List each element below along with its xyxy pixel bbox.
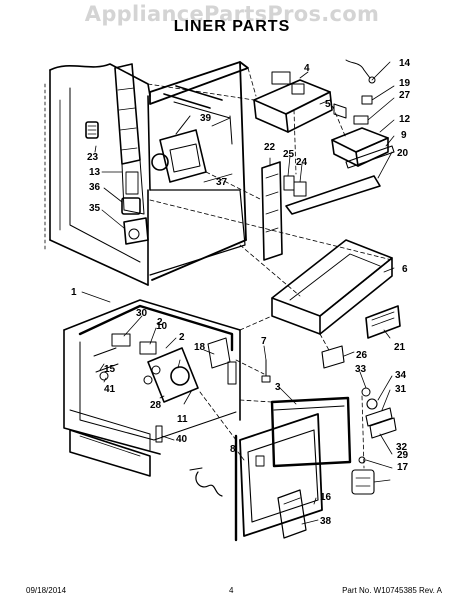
drawer-front	[365, 305, 401, 339]
footer-part-number: Part No. W10745385 Rev. A	[342, 586, 442, 595]
page-title: LINER PARTS	[173, 18, 291, 35]
callout-30: 30	[136, 308, 148, 319]
air-duct-assembly	[151, 115, 207, 183]
watermark: AppliancePartsPros.com	[84, 2, 380, 26]
bin	[277, 489, 307, 539]
callout-38: 38	[320, 516, 332, 527]
callout-9: 9	[401, 130, 407, 141]
callout-39: 39	[200, 113, 212, 124]
callout-28: 28	[150, 400, 162, 411]
callout-17: 17	[397, 462, 409, 473]
callout-25: 25	[283, 149, 295, 160]
callout-7: 7	[261, 336, 267, 347]
callout-26: 26	[356, 350, 368, 361]
gasket	[78, 304, 234, 352]
callout-27: 27	[399, 90, 411, 101]
ice-maker-area	[93, 333, 199, 403]
wire-harness	[345, 59, 371, 79]
fresh-food-liner	[44, 63, 246, 286]
callout-4: 4	[304, 63, 310, 74]
door-panel	[234, 413, 323, 542]
control-housing	[253, 71, 347, 133]
callout-19: 19	[399, 78, 411, 89]
center-channel	[114, 63, 145, 215]
callout-21: 21	[394, 342, 406, 353]
cover	[285, 175, 381, 215]
leader-lines	[81, 61, 395, 525]
light-housing	[85, 121, 99, 139]
footer-date: 09/18/2014	[26, 586, 67, 595]
callout-36: 36	[89, 182, 101, 193]
callout-14: 14	[399, 58, 411, 69]
freezer-liner	[63, 299, 241, 455]
callout-40: 40	[176, 434, 188, 445]
wire-harness	[195, 471, 223, 497]
callout-18: 18	[194, 342, 206, 353]
callout-11: 11	[177, 414, 188, 425]
callout-20: 20	[397, 148, 409, 159]
bracket	[345, 145, 395, 169]
callout-35: 35	[89, 203, 101, 214]
callout-32: 32	[396, 442, 408, 453]
assembly-lines	[147, 67, 393, 469]
control-panel-vertical	[261, 161, 283, 261]
callout-12: 12	[399, 114, 411, 125]
callout-15: 15	[104, 364, 116, 375]
crisper-cover	[271, 239, 393, 335]
dispenser-module	[331, 127, 389, 167]
callout-37: 37	[216, 177, 228, 188]
callout-16: 16	[320, 492, 332, 503]
shelf-rails	[163, 85, 233, 145]
damper-housing	[121, 197, 141, 215]
footer-page-number: 4	[229, 586, 234, 595]
callout-22: 22	[264, 142, 276, 153]
callout-6: 6	[402, 264, 408, 275]
callout-33: 33	[355, 364, 367, 375]
callout-2: 2	[179, 332, 185, 343]
callout-34: 34	[395, 370, 407, 381]
callout-3: 3	[275, 382, 281, 393]
callout-24: 24	[296, 157, 308, 168]
callout-13: 13	[89, 167, 101, 178]
callout-8: 8	[230, 444, 236, 455]
callout-10: 10	[156, 321, 168, 332]
callout-29: 29	[397, 450, 409, 461]
callout-2: 2	[157, 317, 163, 328]
callout-1: 1	[71, 287, 77, 298]
bracket	[123, 217, 149, 245]
freezer-basket	[69, 429, 151, 477]
door-gasket	[270, 396, 352, 468]
callout-5: 5	[325, 99, 331, 110]
small-panel	[321, 345, 345, 369]
callout-23: 23	[87, 152, 99, 163]
callout-labels: 1 2 2 3 4 5 6 7 8 9 10 11 12 13 14 15 16…	[71, 58, 411, 527]
callout-31: 31	[395, 384, 407, 395]
module	[351, 469, 375, 495]
callout-41: 41	[104, 384, 116, 395]
